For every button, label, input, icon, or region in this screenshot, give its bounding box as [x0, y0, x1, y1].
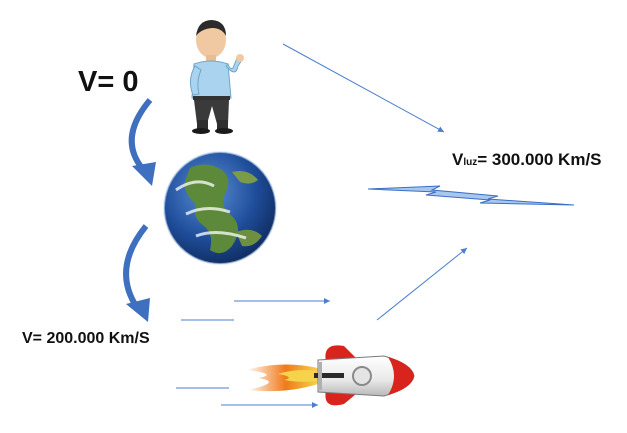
- light-beam-icon: [367, 185, 575, 206]
- light-speed-subscript: luz: [463, 157, 478, 168]
- arrow-man-to-light: [282, 43, 445, 133]
- man-figure-icon: [189, 20, 244, 134]
- arrow-rocket-to-light: [376, 247, 468, 321]
- rocket-velocity-label: V= 200.000 Km/S: [22, 330, 150, 347]
- rocket-icon: [246, 345, 415, 406]
- light-speed-symbol: V: [452, 150, 464, 169]
- light-speed-label: Vluz= 300.000 Km/S: [452, 150, 602, 170]
- observer-velocity-label: V= 0: [78, 66, 139, 98]
- curved-arrow-top: [128, 98, 156, 186]
- light-speed-value: = 300.000 Km/S: [477, 150, 602, 169]
- earth-globe-icon: [163, 151, 277, 265]
- curved-arrow-bottom: [123, 224, 150, 322]
